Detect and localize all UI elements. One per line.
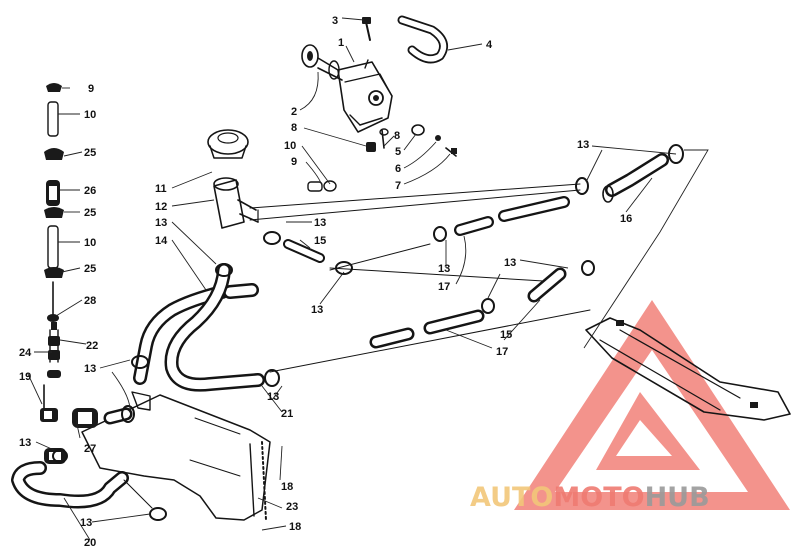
watermark-moto: MOTO: [553, 482, 644, 513]
callout-13c: 13: [314, 217, 326, 229]
watermark-hub: HUB: [645, 482, 710, 513]
watermark-triangle-icon: [514, 300, 790, 510]
callout-13g: 13: [84, 363, 96, 375]
callout-13e: 13: [438, 263, 450, 275]
bleed-hose-chain: [43, 83, 64, 413]
callout-8b: 8: [394, 130, 400, 142]
hose-21-bend: [164, 263, 591, 392]
callout-15b: 15: [500, 329, 512, 341]
callout-14: 14: [155, 235, 168, 247]
hose-16-elbow: [602, 153, 669, 203]
callout-22: 22: [86, 340, 98, 352]
callout-15a: 15: [314, 235, 326, 247]
callout-4: 4: [486, 39, 493, 51]
callout-13j: 13: [80, 517, 92, 529]
callout-1: 1: [338, 37, 344, 49]
callout-13f: 13: [504, 257, 516, 269]
leader-lines: [27, 17, 709, 541]
callout-25b: 25: [84, 207, 96, 219]
bypass-hose-u: [397, 15, 449, 64]
radiator-panel: [81, 394, 271, 521]
filler-neck: [213, 177, 259, 229]
callout-9a: 9: [88, 83, 94, 95]
hose-14-bend: [133, 283, 259, 385]
watermark-auto: AUTO: [470, 482, 553, 513]
callout-25c: 25: [84, 263, 96, 275]
callout-21: 21: [281, 408, 293, 420]
callout-25a: 25: [84, 147, 96, 159]
callout-27: 27: [84, 443, 96, 455]
callout-5: 5: [395, 146, 401, 158]
callout-8a: 8: [291, 122, 297, 134]
callout-26: 26: [84, 185, 96, 197]
callout-12: 12: [155, 201, 167, 213]
callout-28: 28: [84, 295, 96, 307]
sensor-assembly: [307, 117, 457, 192]
callout-13b: 13: [155, 217, 167, 229]
callout-16: 16: [620, 213, 632, 225]
callout-11: 11: [155, 183, 167, 195]
callout-17b: 17: [496, 346, 508, 358]
watermark-inner-triangle-icon: [596, 392, 700, 470]
callout-17a: 17: [438, 281, 450, 293]
svg-text:AUTOMOTOHUB: AUTOMOTOHUB: [470, 482, 710, 513]
callout-23: 23: [286, 501, 298, 513]
callout-19: 19: [19, 371, 31, 383]
hose-clamps: [52, 144, 684, 521]
callout-7: 7: [395, 180, 401, 192]
callout-13d: 13: [311, 304, 323, 316]
hose-upper-long: [249, 183, 581, 283]
hose-20-lower: [11, 461, 153, 509]
callout-10c: 10: [84, 237, 96, 249]
watermark-wordmark: AUTOMOTOHUB: [470, 482, 710, 513]
pump-fittings: [40, 391, 151, 464]
bleed-screw: [362, 17, 371, 41]
callout-10b: 10: [284, 140, 296, 152]
thermostat-housing: [301, 44, 393, 133]
callout-13a: 13: [577, 139, 589, 151]
callout-labels: 1 2 3 4 5 6 7 8 8 9 9 10 10 10 11 12 13 …: [19, 15, 632, 549]
callout-2: 2: [291, 106, 297, 118]
callout-3: 3: [332, 15, 338, 27]
callout-24: 24: [19, 347, 32, 359]
callout-18b: 18: [289, 521, 301, 533]
callout-9b: 9: [291, 156, 297, 168]
callout-13h: 13: [267, 391, 279, 403]
callout-18a: 18: [281, 481, 293, 493]
watermark-logo: [514, 300, 790, 510]
callout-6: 6: [395, 163, 401, 175]
callout-13i: 13: [19, 437, 31, 449]
callout-20: 20: [84, 537, 96, 549]
radiator-cap: [207, 129, 249, 159]
firewall-plate: [585, 317, 791, 421]
hose-lower-long: [103, 267, 567, 425]
callout-10a: 10: [84, 109, 96, 121]
